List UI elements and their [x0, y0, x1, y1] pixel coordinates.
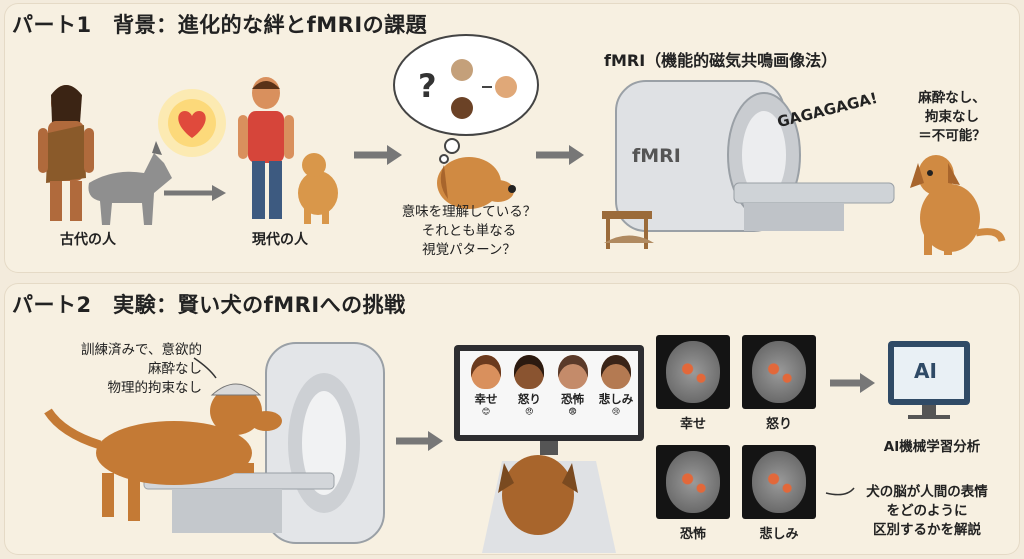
face-grid: 幸せ😊怒り😠恐怖😨悲しみ😢 [466, 355, 636, 433]
dog-in-scanner [44, 383, 282, 521]
brain-scan-image [742, 335, 816, 409]
face-portrait [600, 355, 631, 389]
brain-scan: 幸せ [656, 335, 730, 432]
mri-machine [602, 80, 895, 249]
brain-scan-label: 怒り [765, 417, 792, 432]
ai-monitor [888, 341, 970, 419]
emotion-emoji-icon: 😢 [611, 407, 621, 416]
result-line-1: 犬の脳が人間の表情 [866, 484, 988, 500]
brain-scan-image [742, 445, 816, 519]
thought-bubble [393, 34, 539, 164]
wolf-figure [88, 141, 172, 225]
part1-panel: パート1 背景：進化的な絆とfMRIの課題 [4, 3, 1020, 273]
brain-scan-grid: 幸せ 怒り恐怖 悲しみ [656, 335, 824, 551]
emotion-emoji-icon: 😨 [568, 407, 577, 416]
anesthesia-line-1: 麻酔なし、 [918, 90, 986, 106]
question-mark: ? [418, 67, 437, 105]
ancient-human-label: 古代の人 [60, 232, 116, 248]
heart-icon [158, 89, 226, 157]
evolution-arrow [164, 185, 226, 201]
thinking-dog-head [437, 157, 516, 209]
part2-title: パート2 実験：賢い犬のfMRIへの挑戦 [12, 293, 406, 317]
modern-human-figure [238, 77, 294, 219]
part2-panel: パート2 実験：賢い犬のfMRIへの挑戦 [4, 283, 1020, 555]
fmri-heading: fMRI（機能的磁気共鳴画像法） [604, 51, 838, 70]
emotion-label: 怒り [517, 392, 541, 406]
trained-connector [193, 357, 217, 379]
viewing-dog-figure [482, 455, 616, 553]
brain-scan-label: 悲しみ [759, 527, 799, 542]
brain-scan: 悲しみ [742, 445, 816, 542]
question-line-2: それとも単なる [421, 223, 517, 239]
face-card: 怒り😠 [509, 355, 549, 433]
result-line-3: 区別するかを解説 [873, 522, 981, 538]
result-text: 犬の脳が人間の表情 をどのように 区別するかを解説 [842, 483, 1012, 540]
small-dog-figure [298, 153, 338, 224]
emotion-label: 悲しみ [598, 392, 634, 406]
emotion-emoji-icon: 😊 [481, 407, 491, 416]
ancient-human-figure [38, 85, 94, 221]
emotion-label: 幸せ [474, 392, 498, 406]
question-text: 意味を理解している？ それとも単なる 視覚パターン？ [384, 203, 554, 260]
arrow-right-3 [396, 431, 443, 451]
part1-illustration [38, 34, 1006, 255]
ai-analysis-label: AI機械学習分析 [883, 439, 981, 455]
part1-title: パート1 背景：進化的な絆とfMRIの課題 [12, 13, 428, 37]
emotion-emoji-icon: 😠 [525, 407, 534, 416]
brain-scan: 怒り [742, 335, 816, 432]
anesthesia-line-2: 拘束なし [925, 109, 979, 125]
question-line-3: 視覚パターン？ [422, 242, 516, 258]
face-card: 悲しみ😢 [596, 355, 636, 433]
brain-scan-label: 恐怖 [679, 527, 706, 542]
arrow-right-1 [354, 145, 402, 165]
anesthesia-text: 麻酔なし、 拘束なし ＝不可能？ [896, 89, 1008, 146]
face-portrait [471, 355, 501, 389]
brain-scan-label: 幸せ [679, 417, 706, 432]
question-line-1: 意味を理解している？ [401, 204, 537, 220]
modern-human-label: 現代の人 [252, 232, 308, 248]
trained-line-3: 物理的拘束なし [107, 380, 203, 396]
result-line-2: をどのように [886, 503, 968, 519]
emotion-label: 恐怖 [561, 392, 585, 406]
ai-box-text: AI [914, 359, 937, 383]
face-card: 幸せ😊 [466, 355, 506, 433]
mri-scanner [143, 342, 385, 544]
result-connector [825, 487, 855, 496]
brain-scan-image [656, 445, 730, 519]
brain-scan-image [656, 335, 730, 409]
face-portrait [514, 355, 545, 389]
trained-line-1: 訓練済みで、意欲的 [81, 342, 202, 358]
arrow-right-2 [536, 145, 584, 165]
face-card: 恐怖😨 [553, 355, 593, 433]
anesthesia-line-3: ＝不可能？ [918, 128, 986, 144]
trained-line-2: 麻酔なし [148, 361, 202, 377]
face-portrait [557, 355, 588, 389]
arrow-right-4 [830, 373, 875, 393]
brain-scan: 恐怖 [656, 445, 730, 542]
mri-machine-label: fMRI [632, 145, 681, 167]
scared-dog-figure [910, 155, 1006, 255]
trained-text: 訓練済みで、意欲的 麻酔なし 物理的拘束なし [12, 341, 202, 398]
